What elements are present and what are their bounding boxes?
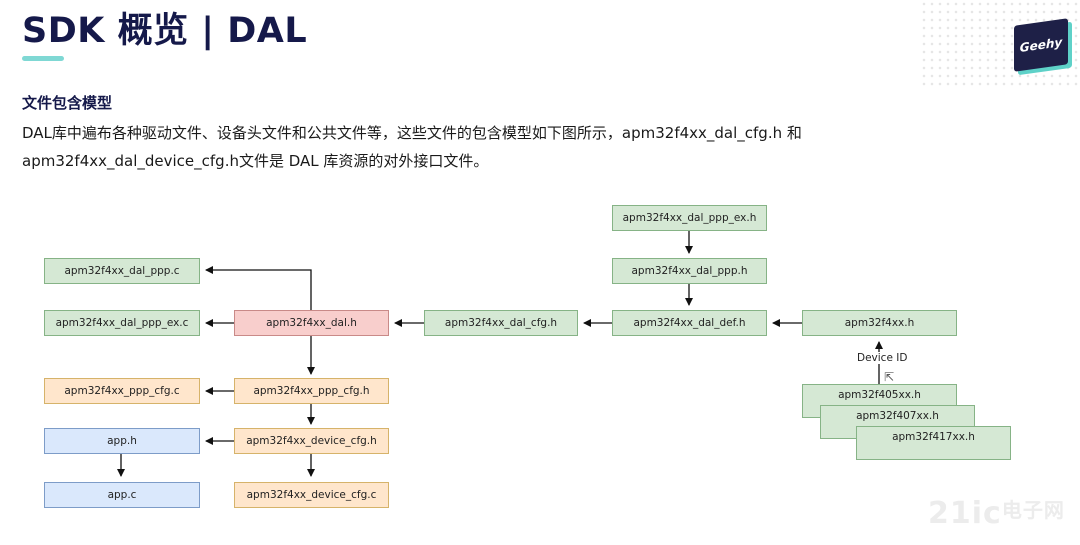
node-dal-h: apm32f4xx_dal.h [234,310,389,336]
node-label: apm32f4xx.h [844,317,915,329]
node-label: app.h [107,435,137,447]
site-watermark: 21ic电子网 [928,494,1065,531]
node-dal-ppp-ex-h: apm32f4xx_dal_ppp_ex.h [612,205,767,231]
node-dal-ppp-c: apm32f4xx_dal_ppp.c [44,258,200,284]
node-device-cfg-h: apm32f4xx_device_cfg.h [234,428,389,454]
node-label: apm32f4xx_dal_def.h [633,317,746,329]
node-ppp-cfg-c: apm32f4xx_ppp_cfg.c [44,378,200,404]
node-label: apm32f407xx.h [856,410,939,422]
node-dal-ppp-ex-c: apm32f4xx_dal_ppp_ex.c [44,310,200,336]
node-apm32f417xx-h: apm32f417xx.h [856,426,1011,460]
node-label: apm32f417xx.h [892,431,975,443]
device-id-label: Device ID [857,352,908,364]
page-title: SDK 概览 | DAL [22,11,308,51]
node-label: apm32f4xx_dal_cfg.h [444,317,558,329]
mouse-cursor-icon: ⇱ [884,370,895,384]
node-label: apm32f4xx_ppp_cfg.h [253,385,370,397]
node-ppp-cfg-h: apm32f4xx_ppp_cfg.h [234,378,389,404]
node-label: apm32f4xx_device_cfg.c [246,489,377,501]
watermark-number: 21ic [928,496,1002,531]
node-dal-ppp-h: apm32f4xx_dal_ppp.h [612,258,767,284]
node-label: apm32f4xx_dal_ppp_ex.c [55,317,189,329]
node-dal-def-h: apm32f4xx_dal_def.h [612,310,767,336]
description-line-1: DAL库中遍布各种驱动文件、设备头文件和公共文件等，这些文件的包含模型如下图所示… [22,124,802,142]
section-heading: 文件包含模型 [22,94,113,112]
node-label: apm32f4xx_dal_ppp.c [64,265,180,277]
watermark-text: 电子网 [1001,498,1065,522]
node-dal-cfg-h: apm32f4xx_dal_cfg.h [424,310,578,336]
node-label: apm32f4xx_ppp_cfg.c [64,385,180,397]
node-device-cfg-c: apm32f4xx_device_cfg.c [234,482,389,508]
node-app-h: app.h [44,428,200,454]
arrow-dal-h-to-dal-ppp-c [205,266,312,310]
node-label: apm32f4xx_device_cfg.h [246,435,377,447]
title-underline [22,56,64,61]
node-apm32f4xx-h: apm32f4xx.h [802,310,957,336]
description-line-2: apm32f4xx_dal_device_cfg.h文件是 DAL 库资源的对外… [22,152,489,170]
node-app-c: app.c [44,482,200,508]
node-label: apm32f405xx.h [838,389,921,401]
node-label: apm32f4xx_dal_ppp_ex.h [622,212,757,224]
node-label: apm32f4xx_dal_ppp.h [631,265,748,277]
node-label: apm32f4xx_dal.h [266,317,357,329]
node-label: app.c [107,489,137,501]
